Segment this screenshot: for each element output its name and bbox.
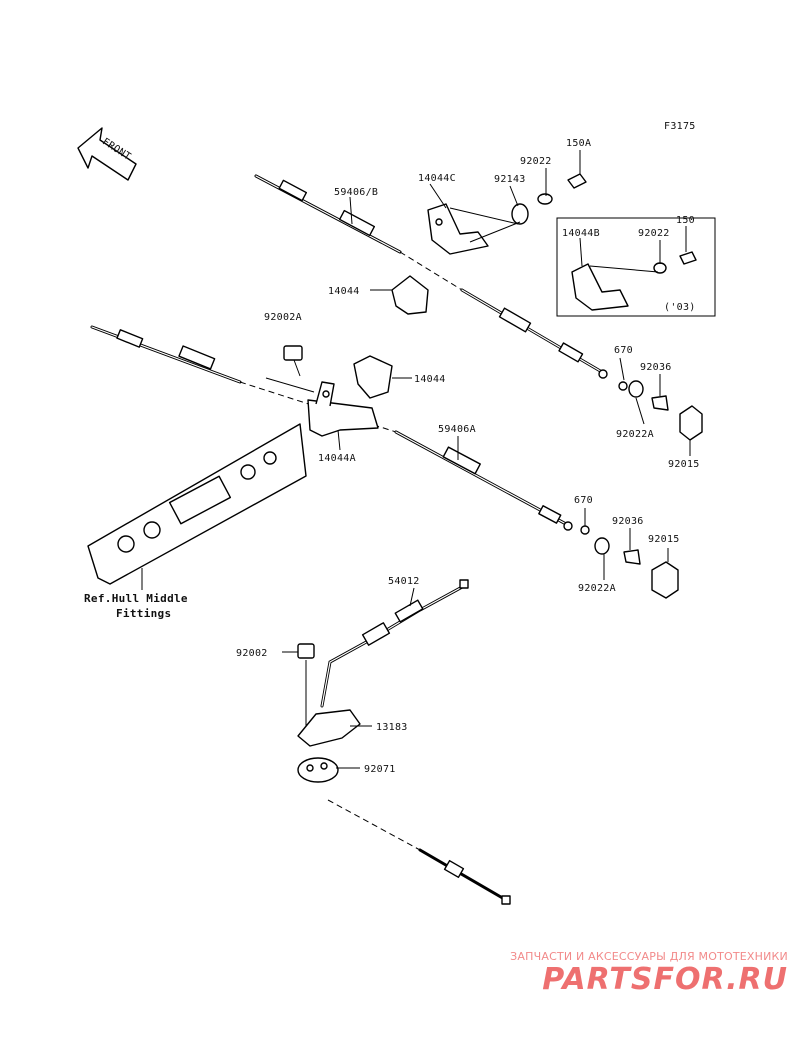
ref-note-line2: Fittings — [116, 607, 171, 620]
label-670-top: 670 — [614, 345, 633, 356]
label-92143: 92143 — [494, 174, 526, 185]
hull-fittings-plate — [87, 423, 307, 585]
cable-59406B — [254, 174, 608, 379]
label-670-bottom: 670 — [574, 495, 593, 506]
leader-lines — [141, 150, 691, 769]
label-92015-top: 92015 — [668, 459, 700, 470]
label-92002A: 92002A — [264, 312, 302, 323]
label-92015-bottom: 92015 — [648, 534, 680, 545]
clamp-14044-top — [391, 275, 429, 315]
bolt-92002A — [265, 345, 315, 393]
label-14044C: 14044C — [418, 173, 456, 184]
bracket-14044C — [427, 173, 587, 255]
label-92022A-top: 92022A — [616, 429, 654, 440]
label-92022A-bottom: 92022A — [578, 583, 616, 594]
label-13183: 13183 — [376, 722, 408, 733]
label-92002: 92002 — [236, 648, 268, 659]
watermark-logo[interactable]: PARTSFOR.RU — [542, 962, 788, 997]
cable-59406A — [90, 325, 573, 531]
label-92071: 92071 — [364, 764, 396, 775]
front-arrow-icon: FRONT — [77, 127, 137, 181]
label-14044A: 14044A — [318, 453, 356, 464]
grommet-92071 — [297, 757, 339, 783]
label-14044B: 14044B — [562, 228, 600, 239]
label-14044-top: 14044 — [328, 286, 360, 297]
label-variant-note: ('03) — [664, 302, 696, 313]
label-59406B: 59406/B — [334, 187, 378, 198]
clamp-14044-mid — [353, 355, 393, 399]
hardware-bottom — [580, 525, 679, 599]
label-92022-top: 92022 — [520, 156, 552, 167]
variant-inset-box — [556, 217, 716, 317]
ref-note-line1: Ref.Hull Middle — [84, 592, 188, 605]
bolt-92002 — [297, 643, 315, 730]
label-92036-bottom: 92036 — [612, 516, 644, 527]
watermark-tagline: ЗАПЧАСТИ И АКСЕССУАРЫ ДЛЯ МОТОТЕХНИКИ — [510, 950, 788, 963]
cable-lower-end — [327, 799, 511, 905]
label-150: 150 — [676, 215, 695, 226]
label-14044-mid: 14044 — [414, 374, 446, 385]
label-92022-box: 92022 — [638, 228, 670, 239]
label-59406A: 59406A — [438, 424, 476, 435]
label-54012: 54012 — [388, 576, 420, 587]
label-92036-top: 92036 — [640, 362, 672, 373]
plate-13183 — [297, 709, 361, 747]
cable-54012 — [320, 579, 469, 708]
hardware-top — [618, 380, 703, 441]
bracket-14044A — [307, 381, 379, 437]
label-150A: 150A — [566, 138, 591, 149]
diagram-code: F3175 — [664, 121, 696, 132]
